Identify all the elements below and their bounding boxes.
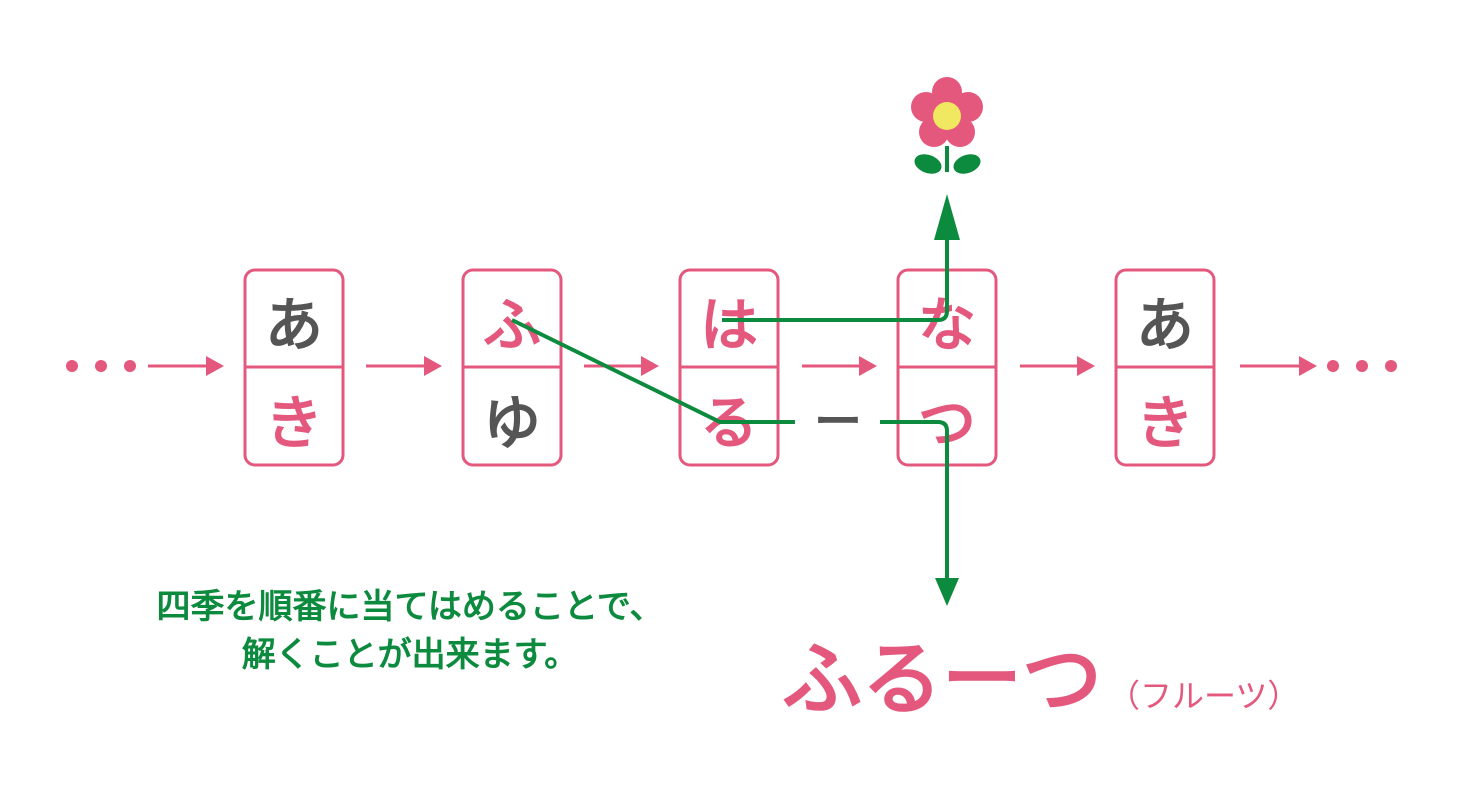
caption-line-1: 四季を順番に当てはめることで、 [156, 587, 664, 627]
hint-route-arrowhead [934, 194, 960, 240]
flow-arrow [584, 356, 659, 376]
flower-icon [911, 77, 983, 174]
card-top-kana: ふ [483, 291, 541, 359]
season-card-spring: は る [678, 268, 780, 467]
season-card-autumn: あ き [243, 268, 345, 467]
card-top-kana: は [700, 291, 758, 359]
flow-arrow [1020, 356, 1095, 376]
trailing-dot [1327, 360, 1339, 372]
caption-line-2: 解くことが出来ます。 [241, 635, 579, 675]
trailing-dot [1356, 360, 1368, 372]
answer-route-arrowhead [935, 578, 959, 606]
card-top-kana: あ [265, 291, 323, 359]
flow-arrow [148, 356, 224, 376]
answer-kana: ふるーつ [782, 633, 1102, 726]
flow-arrow [802, 356, 877, 376]
flow-arrow [366, 356, 442, 376]
leading-dot [95, 360, 107, 372]
card-bottom-kana: き [1136, 389, 1194, 457]
answer-text: ふるーつ（フルーツ） [782, 615, 1299, 731]
long-vowel-mark: ー [814, 394, 862, 450]
leading-dot [124, 360, 136, 372]
answer-reading: （フルーツ） [1108, 677, 1300, 715]
hint-route [722, 232, 949, 322]
trailing-dot [1385, 360, 1397, 372]
season-card-winter: ふ ゆ [461, 268, 563, 467]
card-top-kana: あ [1136, 291, 1194, 359]
card-bottom-kana: ゆ [483, 389, 541, 457]
answer-route [511, 318, 949, 588]
flow-arrow [1240, 356, 1317, 376]
card-bottom-kana: き [265, 389, 323, 457]
season-card-autumn-repeat: あ き [1114, 268, 1216, 467]
leading-dot [66, 360, 78, 372]
explanation-caption: 四季を順番に当てはめることで、 解くことが出来ます。 [60, 583, 760, 679]
